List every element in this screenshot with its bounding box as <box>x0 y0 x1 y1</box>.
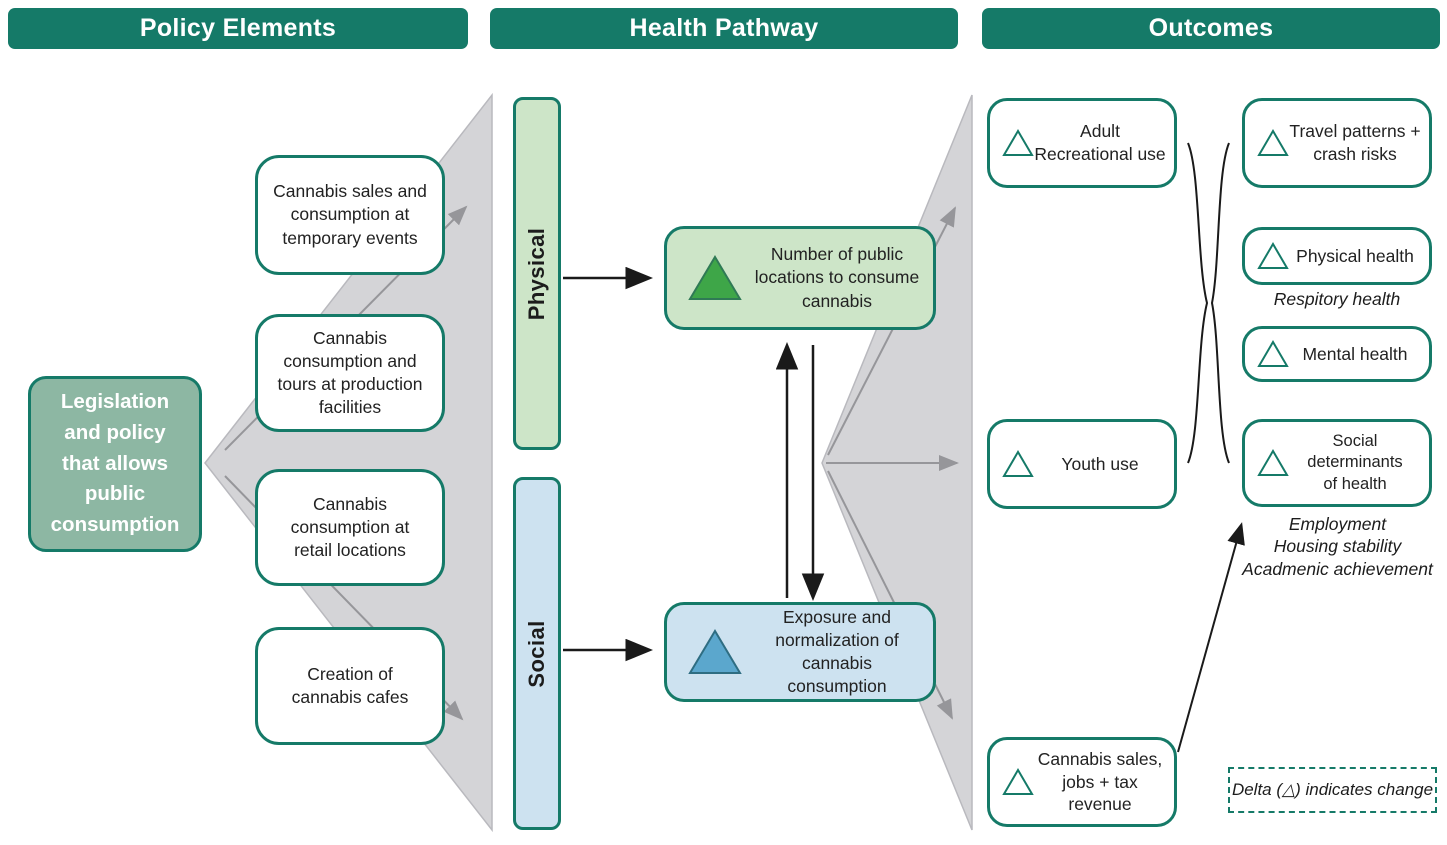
delta-legend: Delta (△) indicates change <box>1228 767 1437 813</box>
outcome-label: Adult Recreational use <box>1034 121 1166 164</box>
outcome-label: Physical health <box>1296 245 1414 266</box>
left-brace <box>1187 142 1209 464</box>
respiratory-health-note: Respitory health <box>1273 289 1401 309</box>
physical-bar-label: Physical <box>524 227 549 320</box>
social-determinants-notes: Employment Housing stability Acadmenic a… <box>1242 514 1433 579</box>
delta-filled-blue-icon <box>687 628 743 676</box>
physical-box-label: Number of public locations to consume ca… <box>754 244 920 311</box>
outcome-box-physical-health: Physical health <box>1242 227 1432 285</box>
outcome-label: Travel patterns + crash risks <box>1289 121 1421 164</box>
outcome-box-youth-use: Youth use <box>987 419 1177 509</box>
delta-outline-icon <box>1002 768 1034 796</box>
header-policy-elements: Policy Elements <box>8 8 468 49</box>
delta-outline-icon <box>1002 450 1034 478</box>
header-outcomes: Outcomes <box>982 8 1440 49</box>
legislation-source-box: Legislation and policy that allows publi… <box>28 376 202 552</box>
header-health-pathway: Health Pathway <box>490 8 958 49</box>
delta-outline-icon <box>1257 242 1289 270</box>
outcome-box-adult-recreational-use: Adult Recreational use <box>987 98 1177 188</box>
right-brace <box>1210 142 1230 464</box>
delta-outline-icon <box>1257 340 1289 368</box>
policy-box-production-facilities: Cannabis consumption and tours at produc… <box>255 314 445 432</box>
outcome-label: Cannabis sales, jobs + tax revenue <box>1037 748 1163 815</box>
delta-outline-icon <box>1002 129 1034 157</box>
social-pathway-bar: Social <box>513 477 561 830</box>
outcome-box-social-determinants: Social determinants of health <box>1242 419 1432 507</box>
social-bar-label: Social <box>524 619 549 688</box>
physical-pathway-bar: Physical <box>513 97 561 450</box>
delta-outline-icon <box>1257 449 1289 477</box>
policy-box-cannabis-cafes: Creation of cannabis cafes <box>255 627 445 745</box>
social-box-label: Exposure and normalization of cannabis c… <box>775 606 899 697</box>
physical-pathway-box: Number of public locations to consume ca… <box>664 226 936 330</box>
outcome-label: Youth use <box>1061 453 1139 474</box>
outcome-box-sales-jobs-tax: Cannabis sales, jobs + tax revenue <box>987 737 1177 827</box>
arrow-sales-to-sdoh <box>1177 522 1245 753</box>
delta-filled-green-icon <box>687 254 743 302</box>
outcome-label: Social determinants of health <box>1307 431 1403 493</box>
outcome-box-travel-crash: Travel patterns + crash risks <box>1242 98 1432 188</box>
delta-outline-icon <box>1257 129 1289 157</box>
social-pathway-box: Exposure and normalization of cannabis c… <box>664 602 936 702</box>
outcome-box-mental-health: Mental health <box>1242 326 1432 382</box>
outcome-label: Mental health <box>1302 343 1408 364</box>
policy-box-temporary-events: Cannabis sales and consumption at tempor… <box>255 155 445 275</box>
policy-box-retail-locations: Cannabis consumption at retail locations <box>255 469 445 586</box>
